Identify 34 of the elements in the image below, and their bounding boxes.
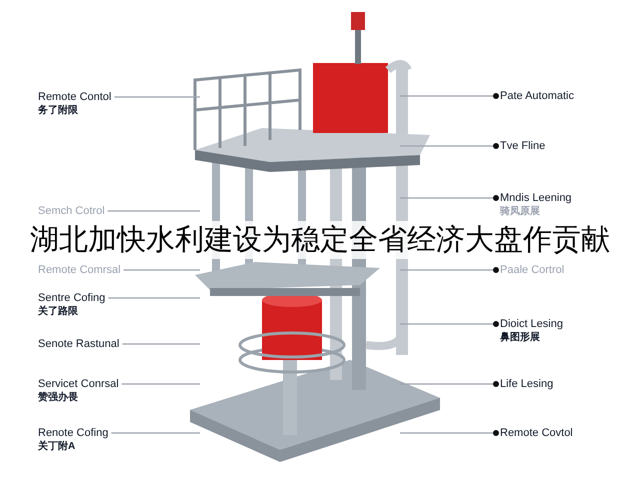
part-label: 骑凤原展 [500,205,541,218]
part-label: Sentre Cofing [38,291,106,305]
leader-line [122,383,200,385]
part-label: 赞强办畏 [38,391,79,404]
part-label: Servicet Conrsal [38,377,119,391]
leader-line [108,210,200,212]
part-label: Semch Cotrol [38,204,105,218]
part-label: Mndis Leening [500,191,573,205]
leader-line [400,143,499,149]
leader-line [400,267,499,273]
leader-line [124,269,200,271]
leader-line [400,381,499,387]
part-label: Renote Cofing [38,426,108,440]
leader-line [400,195,499,201]
part-label: Pate Automatic [500,89,575,103]
part-label: Life Lesing [500,377,554,391]
leader-line [122,343,200,345]
part-label: 务了附限 [38,104,79,117]
leader-line [400,430,499,436]
leader-line [108,297,200,299]
part-label: Remote Comrsal [38,263,121,277]
part-label: 关了路限 [38,305,79,318]
leader-line [400,93,499,99]
leader-line [111,432,200,434]
part-label: Tve Fline [500,139,546,153]
part-label: 关丁附A [38,440,76,453]
part-label: Dioict Lesing [500,317,564,331]
part-label: Remote Contol [38,90,112,104]
part-label: Senote Rastunal [38,337,120,351]
part-label: Remote Covtol [500,426,574,440]
leader-line [114,96,200,98]
part-label: Paale Cortrol [500,263,566,277]
part-label: 鼻图形展 [500,331,541,344]
leader-line [400,321,499,327]
